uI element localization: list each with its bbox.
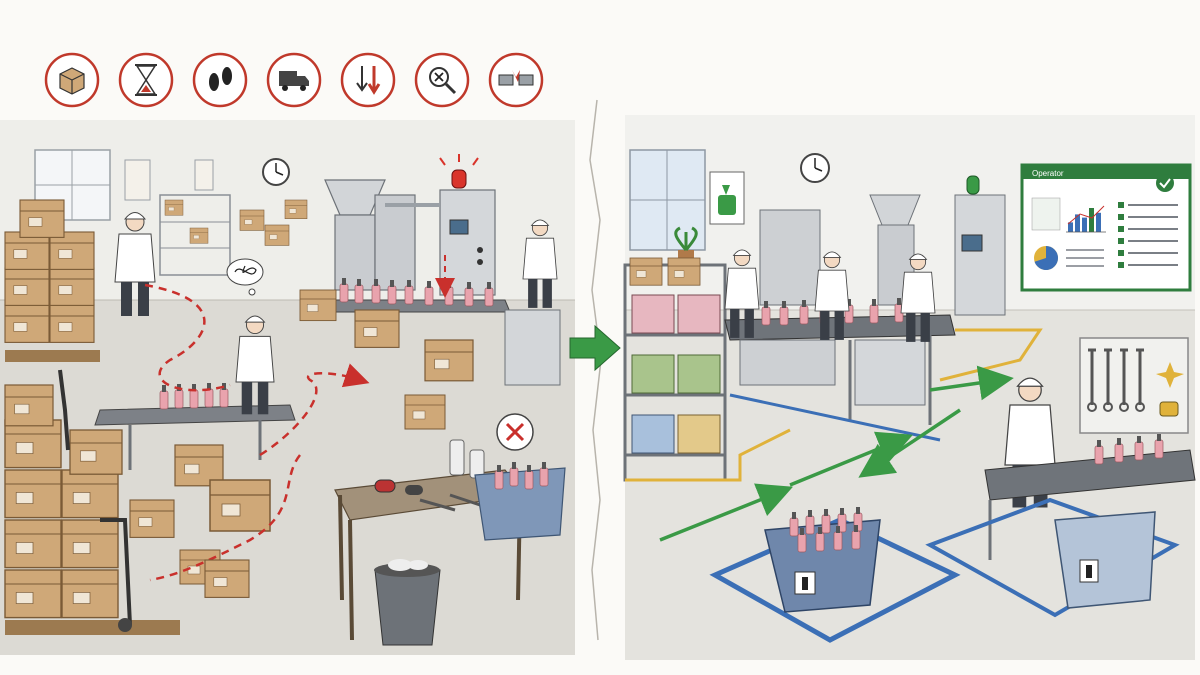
wall-notice: [124, 159, 151, 201]
back-shelving: [159, 194, 308, 276]
board-check-icon: [1118, 226, 1124, 232]
kpi-board: Operator: [1020, 163, 1192, 292]
board-bar: [1075, 214, 1080, 232]
board-check-icon: [1118, 238, 1124, 244]
box-stack-front: [4, 384, 271, 635]
box-stack-left: [4, 199, 100, 362]
flow-arrow: [858, 408, 961, 478]
filling-machine: [324, 179, 496, 296]
inventory-box-icon: [44, 52, 100, 108]
trash-bin: [374, 559, 441, 646]
waiting-hourglass-icon: [118, 52, 174, 108]
motion-footprints-icon: [192, 52, 248, 108]
overprocessing-arrows-icon: [340, 52, 396, 108]
board-bar-chart: [1066, 205, 1106, 233]
open-box: [204, 559, 250, 598]
wrench-icon: [1120, 348, 1128, 405]
before-panel: [0, 120, 575, 655]
board-task-list: [1066, 202, 1178, 268]
machine-cabinet: [504, 309, 561, 386]
board-check-icon: [1118, 202, 1124, 208]
clock-icon: [262, 158, 290, 186]
floor-marking-yellow: [625, 428, 791, 482]
broken-pipe-icon: [488, 52, 544, 108]
waste-icons-row: [44, 52, 544, 108]
defect-x-icon: [496, 413, 534, 451]
status-light-icon: [966, 175, 980, 195]
board-header: Operator: [1032, 169, 1064, 178]
board-check-icon: [1118, 262, 1124, 268]
board-check-icon: [1118, 214, 1124, 220]
wrench-icon: [1104, 348, 1112, 405]
inspection-bin: [1054, 511, 1156, 609]
filling-machine: [759, 194, 1006, 316]
flow-arrow: [659, 483, 793, 542]
board-trend-line: [1067, 205, 1105, 225]
transport-truck-icon: [266, 52, 322, 108]
wasted-motion-path: [149, 454, 301, 582]
thumbs-up-icon: [709, 171, 745, 225]
board-bar: [1089, 208, 1094, 232]
board-bar: [1096, 212, 1101, 232]
wasted-motion-path: [259, 363, 370, 457]
board-pie-chart: [1034, 246, 1058, 270]
wrench-icon: [1136, 348, 1144, 405]
right-arrow-icon: [569, 324, 621, 372]
flow-arrow: [929, 365, 1014, 401]
wrench-icon: [1088, 348, 1096, 405]
confusion-bubble-icon: [226, 258, 264, 296]
board-bar: [1068, 222, 1073, 232]
board-check-icon: [1118, 250, 1124, 256]
inspection-conveyor: [984, 433, 1196, 560]
defects-magnifier-icon: [414, 52, 470, 108]
board-pie-slice: [1034, 246, 1058, 270]
floor-zone-blue: [925, 497, 1180, 618]
board-bar: [1082, 217, 1087, 232]
alarm-light-icon: [439, 154, 479, 189]
wasted-motion-path: [144, 283, 231, 392]
wall-notice: [194, 159, 214, 191]
defect-bin: [474, 461, 566, 541]
floor: [625, 310, 1195, 660]
tool-shadow-board: [1079, 337, 1189, 434]
kanban-shelf: [623, 257, 727, 482]
product-crate: [764, 506, 881, 613]
after-panel: Operator: [623, 115, 1196, 660]
clock-icon: [800, 153, 830, 183]
pallet-jack: [58, 369, 132, 632]
